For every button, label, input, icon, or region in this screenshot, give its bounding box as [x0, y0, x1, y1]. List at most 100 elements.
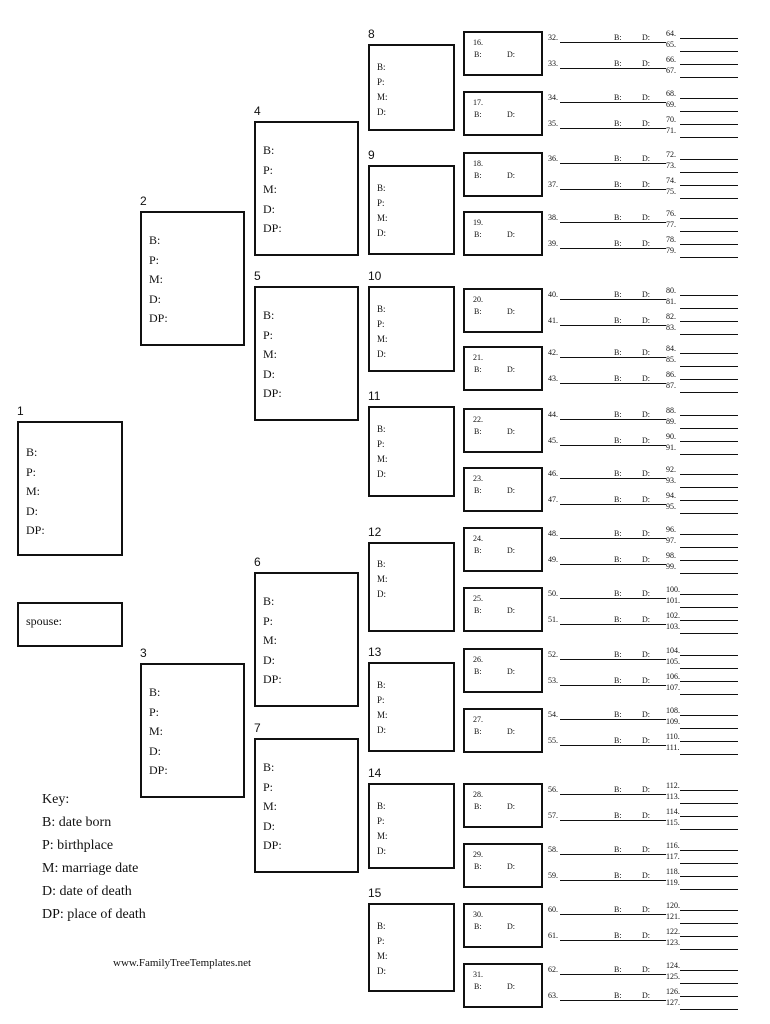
- ancestor-box-27[interactable]: 27.B:D:: [463, 708, 543, 753]
- ancestor-name-line[interactable]: [560, 745, 666, 746]
- ancestor-name-line[interactable]: [680, 681, 738, 682]
- ancestor-name-line[interactable]: [680, 124, 738, 125]
- ancestor-name-line[interactable]: [560, 1000, 666, 1001]
- ancestor-name-line[interactable]: [680, 655, 738, 656]
- ancestor-name-line[interactable]: [560, 102, 666, 103]
- ancestor-name-line[interactable]: [560, 189, 666, 190]
- person-box-13[interactable]: B:P:M:D:: [368, 662, 455, 752]
- person-box-8[interactable]: B:P:M:D:: [368, 44, 455, 131]
- ancestor-name-line[interactable]: [680, 949, 738, 950]
- ancestor-name-line[interactable]: [680, 474, 738, 475]
- ancestor-name-line[interactable]: [560, 685, 666, 686]
- person-box-12[interactable]: B:M:D:: [368, 542, 455, 632]
- person-box-15[interactable]: B:P:M:D:: [368, 903, 455, 992]
- ancestor-name-line[interactable]: [680, 441, 738, 442]
- ancestor-name-line[interactable]: [560, 478, 666, 479]
- ancestor-name-line[interactable]: [680, 428, 738, 429]
- ancestor-name-line[interactable]: [560, 222, 666, 223]
- ancestor-name-line[interactable]: [680, 620, 738, 621]
- ancestor-name-line[interactable]: [680, 353, 738, 354]
- ancestor-name-line[interactable]: [680, 64, 738, 65]
- person-box-4[interactable]: B:P:M:D:DP:: [254, 121, 359, 256]
- ancestor-name-line[interactable]: [680, 573, 738, 574]
- ancestor-box-24[interactable]: 24.B:D:: [463, 527, 543, 572]
- ancestor-name-line[interactable]: [680, 715, 738, 716]
- ancestor-name-line[interactable]: [680, 77, 738, 78]
- ancestor-name-line[interactable]: [680, 547, 738, 548]
- ancestor-name-line[interactable]: [680, 534, 738, 535]
- ancestor-name-line[interactable]: [680, 790, 738, 791]
- ancestor-name-line[interactable]: [680, 889, 738, 890]
- ancestor-name-line[interactable]: [680, 500, 738, 501]
- ancestor-name-line[interactable]: [680, 668, 738, 669]
- ancestor-name-line[interactable]: [560, 974, 666, 975]
- ancestor-name-line[interactable]: [680, 803, 738, 804]
- ancestor-name-line[interactable]: [560, 719, 666, 720]
- ancestor-name-line[interactable]: [560, 794, 666, 795]
- ancestor-name-line[interactable]: [680, 996, 738, 997]
- ancestor-name-line[interactable]: [560, 820, 666, 821]
- ancestor-box-30[interactable]: 30.B:D:: [463, 903, 543, 948]
- ancestor-name-line[interactable]: [560, 248, 666, 249]
- person-box-3[interactable]: B:P:M:D:DP:: [140, 663, 245, 798]
- ancestor-name-line[interactable]: [680, 231, 738, 232]
- ancestor-name-line[interactable]: [680, 850, 738, 851]
- ancestor-name-line[interactable]: [680, 816, 738, 817]
- ancestor-name-line[interactable]: [680, 366, 738, 367]
- ancestor-name-line[interactable]: [680, 513, 738, 514]
- ancestor-name-line[interactable]: [560, 564, 666, 565]
- ancestor-name-line[interactable]: [680, 633, 738, 634]
- ancestor-name-line[interactable]: [680, 876, 738, 877]
- ancestor-name-line[interactable]: [680, 244, 738, 245]
- ancestor-name-line[interactable]: [680, 454, 738, 455]
- ancestor-name-line[interactable]: [680, 218, 738, 219]
- ancestor-box-31[interactable]: 31.B:D:: [463, 963, 543, 1008]
- ancestor-name-line[interactable]: [680, 379, 738, 380]
- ancestor-name-line[interactable]: [680, 983, 738, 984]
- ancestor-box-16[interactable]: 16.B:D:: [463, 31, 543, 76]
- ancestor-box-28[interactable]: 28.B:D:: [463, 783, 543, 828]
- ancestor-name-line[interactable]: [560, 538, 666, 539]
- ancestor-box-18[interactable]: 18.B:D:: [463, 152, 543, 197]
- ancestor-name-line[interactable]: [680, 487, 738, 488]
- ancestor-name-line[interactable]: [680, 172, 738, 173]
- spouse-box[interactable]: spouse:: [17, 602, 123, 647]
- ancestor-name-line[interactable]: [680, 295, 738, 296]
- ancestor-name-line[interactable]: [680, 970, 738, 971]
- ancestor-name-line[interactable]: [560, 914, 666, 915]
- ancestor-name-line[interactable]: [680, 754, 738, 755]
- ancestor-name-line[interactable]: [680, 728, 738, 729]
- ancestor-name-line[interactable]: [560, 419, 666, 420]
- ancestor-name-line[interactable]: [560, 854, 666, 855]
- ancestor-box-21[interactable]: 21.B:D:: [463, 346, 543, 391]
- ancestor-name-line[interactable]: [560, 42, 666, 43]
- ancestor-name-line[interactable]: [680, 98, 738, 99]
- ancestor-name-line[interactable]: [560, 325, 666, 326]
- ancestor-name-line[interactable]: [680, 607, 738, 608]
- ancestor-name-line[interactable]: [680, 936, 738, 937]
- ancestor-name-line[interactable]: [560, 163, 666, 164]
- person-box-1[interactable]: B:P:M:D:DP:: [17, 421, 123, 556]
- ancestor-name-line[interactable]: [680, 923, 738, 924]
- ancestor-name-line[interactable]: [560, 624, 666, 625]
- ancestor-box-17[interactable]: 17.B:D:: [463, 91, 543, 136]
- ancestor-name-line[interactable]: [680, 415, 738, 416]
- ancestor-box-22[interactable]: 22.B:D:: [463, 408, 543, 453]
- ancestor-name-line[interactable]: [680, 594, 738, 595]
- ancestor-name-line[interactable]: [680, 257, 738, 258]
- ancestor-name-line[interactable]: [560, 128, 666, 129]
- ancestor-name-line[interactable]: [560, 940, 666, 941]
- ancestor-name-line[interactable]: [560, 299, 666, 300]
- ancestor-name-line[interactable]: [560, 598, 666, 599]
- ancestor-box-19[interactable]: 19.B:D:: [463, 211, 543, 256]
- ancestor-name-line[interactable]: [560, 880, 666, 881]
- ancestor-name-line[interactable]: [680, 694, 738, 695]
- ancestor-name-line[interactable]: [680, 198, 738, 199]
- ancestor-name-line[interactable]: [680, 392, 738, 393]
- person-box-10[interactable]: B:P:M:D:: [368, 286, 455, 372]
- ancestor-name-line[interactable]: [680, 863, 738, 864]
- ancestor-name-line[interactable]: [680, 741, 738, 742]
- ancestor-name-line[interactable]: [680, 137, 738, 138]
- ancestor-name-line[interactable]: [680, 321, 738, 322]
- ancestor-name-line[interactable]: [560, 659, 666, 660]
